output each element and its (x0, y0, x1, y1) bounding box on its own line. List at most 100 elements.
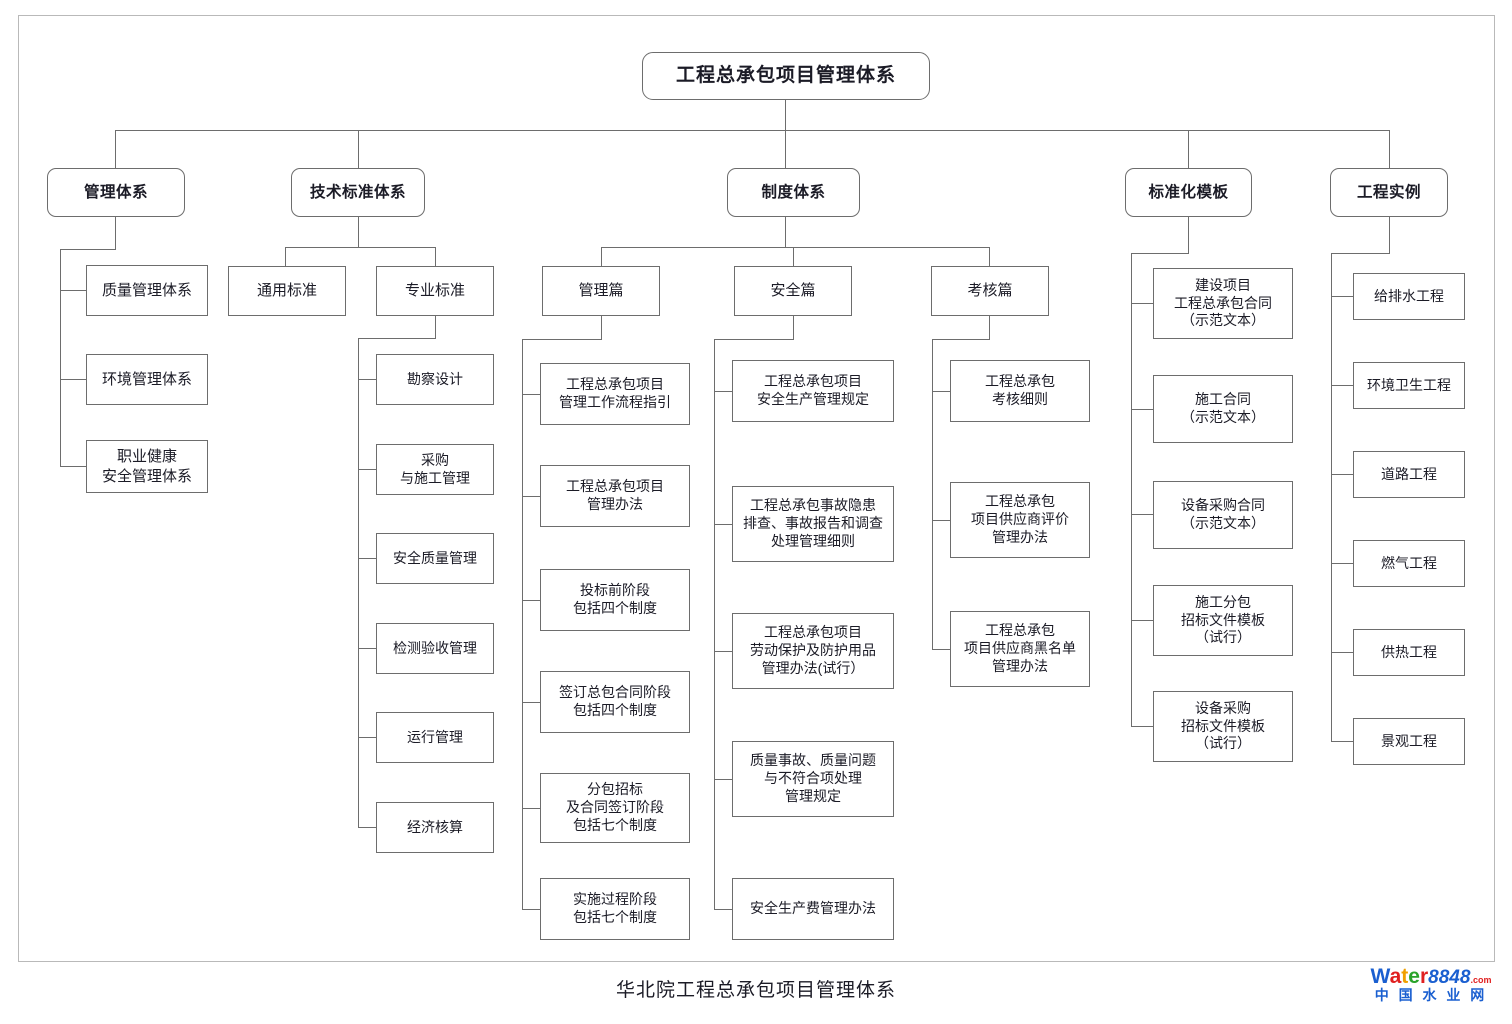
connector-shili-child-2 (1331, 474, 1353, 475)
node-jipaishui-gongcheng[interactable]: 给排水工程 (1353, 273, 1465, 320)
connector-drop-zhidu (785, 130, 786, 168)
node-gcz-xiangmu-guanli-banfa[interactable]: 工程总承包项目 管理办法 (540, 465, 690, 527)
connector-muban-child-3 (1131, 620, 1153, 621)
connector-jishu-stem (358, 217, 359, 247)
node-gcz-xiangmu-anquan-shengchan-guanli-guiding[interactable]: 工程总承包项目 安全生产管理规定 (732, 360, 894, 422)
node-ranqi-gongcheng[interactable]: 燃气工程 (1353, 540, 1465, 587)
connector-kaohepian-stem (989, 316, 990, 339)
node-caigou-yu-shigong-guanli[interactable]: 采购 与施工管理 (376, 444, 494, 495)
node-jingji-hesuan[interactable]: 经济核算 (376, 802, 494, 853)
connector-zhuanye-child-3 (358, 648, 376, 649)
connector-jishu-drop-0 (285, 247, 286, 266)
connector-kaohepian-child-0 (932, 391, 950, 392)
watermark-subtitle: 中 国 水 业 网 (1374, 987, 1488, 1004)
node-shigong-hetong[interactable]: 施工合同 （示范文本） (1153, 375, 1293, 443)
connector-guanlipian-child-3 (522, 702, 540, 703)
node-toubiao-qian-jieduan[interactable]: 投标前阶段 包括四个制度 (540, 569, 690, 631)
node-jingguan-gongcheng[interactable]: 景观工程 (1353, 718, 1465, 765)
node-shebei-caigou-zhaobiao-muban[interactable]: 设备采购 招标文件模板 （试行） (1153, 691, 1293, 762)
connector-zhidu-drop-2 (989, 247, 990, 266)
node-huanjing-weisheng-gongcheng[interactable]: 环境卫生工程 (1353, 362, 1465, 409)
connector-guanlipian-child-1 (522, 496, 540, 497)
node-tongyong-biaozhun[interactable]: 通用标准 (228, 266, 346, 316)
node-kaohe-pian[interactable]: 考核篇 (931, 266, 1049, 316)
node-yunxing-guanli[interactable]: 运行管理 (376, 712, 494, 763)
connector-muban-elbow (1131, 253, 1189, 254)
node-biaozhunhua-muban[interactable]: 标准化模板 (1125, 168, 1252, 217)
connector-shili-child-5 (1331, 741, 1353, 742)
watermark-domain: .com (1470, 975, 1492, 985)
node-gcz-xiangmu-guanli-gongzuo-liucheng-zhiyin[interactable]: 工程总承包项目 管理工作流程指引 (540, 363, 690, 425)
connector-guanlipian-child-5 (522, 909, 540, 910)
node-guanli-pian[interactable]: 管理篇 (542, 266, 660, 316)
connector-zhuanye-child-1 (358, 469, 376, 470)
node-zhidu-tixi[interactable]: 制度体系 (727, 168, 860, 217)
node-daolu-gongcheng[interactable]: 道路工程 (1353, 451, 1465, 498)
node-qianding-zongbao-hetong-jieduan[interactable]: 签订总包合同阶段 包括四个制度 (540, 671, 690, 733)
node-root[interactable]: 工程总承包项目管理体系 (642, 52, 930, 100)
connector-zhidu-stem (785, 217, 786, 247)
connector-shili-child-4 (1331, 652, 1353, 653)
connector-zhuanye-stem (435, 316, 436, 338)
connector-guanlipian-stem (601, 316, 602, 339)
connector-shili-child-0 (1331, 296, 1353, 297)
connector-root-bus (115, 130, 1389, 131)
watermark-letter-r: r (1419, 965, 1429, 988)
connector-guanlipian-child-0 (522, 394, 540, 395)
connector-muban-spine (1131, 253, 1132, 726)
node-zhiliang-guanli-tixi[interactable]: 质量管理体系 (86, 265, 208, 316)
watermark-letter-t: t (1401, 965, 1409, 988)
node-shigong-fenbao-zhaobiao-muban[interactable]: 施工分包 招标文件模板 （试行） (1153, 585, 1293, 656)
watermark-brand: Water8848.com (1366, 965, 1496, 988)
connector-guanli-stem (115, 217, 116, 249)
node-gcz-shigu-yinhuan-paicha[interactable]: 工程总承包事故隐患 排查、事故报告和调查 处理管理细则 (732, 486, 894, 562)
connector-muban-child-1 (1131, 409, 1153, 410)
connector-zhidu-drop-1 (793, 247, 794, 266)
node-zhuanye-biaozhun[interactable]: 专业标准 (376, 266, 494, 316)
connector-zhuanye-child-5 (358, 827, 376, 828)
node-gcz-gongyingshang-pingjia-banfa[interactable]: 工程总承包 项目供应商评价 管理办法 (950, 482, 1090, 558)
node-gongcheng-shili[interactable]: 工程实例 (1330, 168, 1448, 217)
connector-anquanpian-elbow (714, 339, 794, 340)
node-gcz-gongyingshang-heimingdan-banfa[interactable]: 工程总承包 项目供应商黑名单 管理办法 (950, 611, 1090, 687)
connector-zhuanye-elbow (358, 338, 436, 339)
connector-jishu-drop-1 (435, 247, 436, 266)
node-gongre-gongcheng[interactable]: 供热工程 (1353, 629, 1465, 676)
node-anquan-pian[interactable]: 安全篇 (734, 266, 852, 316)
diagram-caption: 华北院工程总承包项目管理体系 (615, 980, 896, 1001)
node-anquan-zhiliang-guanli[interactable]: 安全质量管理 (376, 533, 494, 584)
connector-drop-shili (1389, 130, 1390, 168)
node-shebei-caigou-hetong[interactable]: 设备采购合同 （示范文本） (1153, 481, 1293, 549)
node-gcz-kaohe-xize[interactable]: 工程总承包 考核细则 (950, 360, 1090, 422)
node-gcz-laodong-baohu-fanghu-yongpin[interactable]: 工程总承包项目 劳动保护及防护用品 管理办法(试行） (732, 613, 894, 689)
connector-guanli-child-0 (60, 290, 86, 291)
node-jishu-biaozhun-tixi[interactable]: 技术标准体系 (291, 168, 425, 217)
connector-zhuanye-child-2 (358, 558, 376, 559)
node-kancha-sheji[interactable]: 勘察设计 (376, 354, 494, 405)
connector-shili-spine (1331, 253, 1332, 742)
connector-guanli-child-1 (60, 379, 86, 380)
watermark-letter-a: a (1389, 965, 1402, 988)
connector-jishu-bus (285, 247, 435, 248)
watermark-letter-w: W (1370, 965, 1390, 988)
connector-kaohepian-child-1 (932, 520, 950, 521)
node-fenbao-zhaobiao-jieduan[interactable]: 分包招标 及合同签订阶段 包括七个制度 (540, 773, 690, 843)
node-jianshe-xiangmu-gcz-hetong[interactable]: 建设项目 工程总承包合同 （示范文本） (1153, 268, 1293, 339)
node-anquan-shengchanfei-guanli-banfa[interactable]: 安全生产费管理办法 (732, 878, 894, 940)
connector-shili-elbow (1331, 253, 1390, 254)
connector-anquanpian-child-1 (714, 524, 732, 525)
node-zhiliang-shigu-wenti-chuli[interactable]: 质量事故、质量问题 与不符合项处理 管理规定 (732, 741, 894, 817)
connector-root-stem (785, 100, 786, 130)
node-zhiye-jiankang-anquan-guanli-tixi[interactable]: 职业健康 安全管理体系 (86, 440, 208, 493)
connector-guanlipian-spine (522, 339, 523, 909)
connector-guanlipian-child-4 (522, 808, 540, 809)
node-shishi-guocheng-jieduan[interactable]: 实施过程阶段 包括七个制度 (540, 878, 690, 940)
connector-muban-child-2 (1131, 514, 1153, 515)
node-huanjing-guanli-tixi[interactable]: 环境管理体系 (86, 354, 208, 405)
connector-kaohepian-spine (932, 339, 933, 649)
connector-anquanpian-stem (793, 316, 794, 339)
connector-muban-stem (1188, 217, 1189, 253)
node-jiance-yanshou-guanli[interactable]: 检测验收管理 (376, 623, 494, 674)
node-guanli-tixi[interactable]: 管理体系 (47, 168, 185, 217)
